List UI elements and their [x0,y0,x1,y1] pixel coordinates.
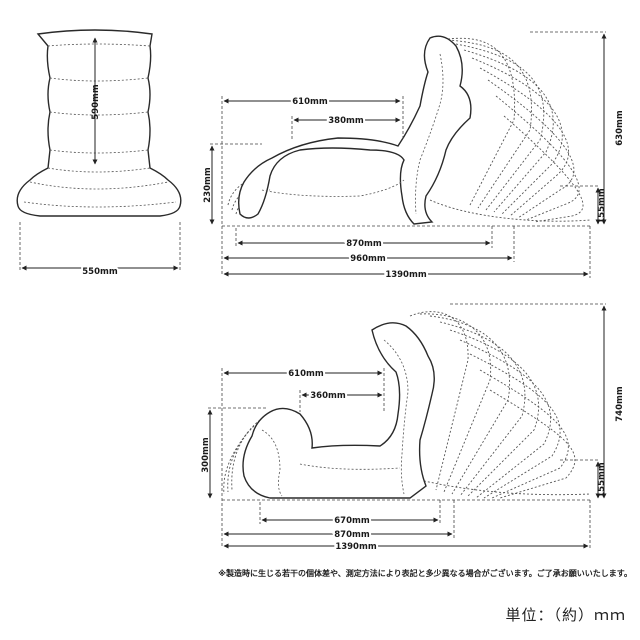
bottom-length-1390-label: 1390mm [335,542,377,552]
top-length-1390-label: 1390mm [385,270,427,280]
bottom-length-870-label: 870mm [334,530,370,540]
unit-label: 単位：（約）ｍｍ [505,606,626,624]
top-height-label: 630mm [615,110,625,146]
footnote: ※製造時に生じる若干の個体差や、測定方法により表記と多少異なる場合がございます。… [218,569,632,578]
bottom-seat-height-label: 300mm [201,437,211,473]
bottom-back-to-seat-label: 610mm [288,369,324,379]
bottom-back-depth-label: 360mm [310,391,346,401]
bottom-height-label: 740mm [615,386,625,422]
bottom-length-670-label: 670mm [334,516,370,526]
bottom-chair-outline [242,322,435,499]
top-back-depth-label: 380mm [328,116,364,126]
top-length-870-label: 870mm [346,239,382,249]
front-view: 590mm 550mm [16,29,182,279]
side-view-bottom: 610mm 360mm 300mm 740mm 155mm 670mm 870m… [201,303,625,554]
top-length-960-label: 960mm [350,254,386,264]
front-chair-outline [16,29,182,217]
top-flat-height-label: 155mm [597,188,607,224]
top-seat-height-label: 230mm [203,167,213,203]
bottom-flat-height-label: 155mm [597,462,607,498]
side-view-top: 610mm 380mm 230mm 630mm 155mm 870mm 960m… [203,31,625,282]
top-back-to-seat-label: 610mm [292,97,328,107]
front-height-label: 590mm [91,84,101,120]
top-chair-outline [237,35,472,225]
front-width-label: 550mm [82,267,118,277]
recline-ghost-outlines-bottom [223,311,591,499]
